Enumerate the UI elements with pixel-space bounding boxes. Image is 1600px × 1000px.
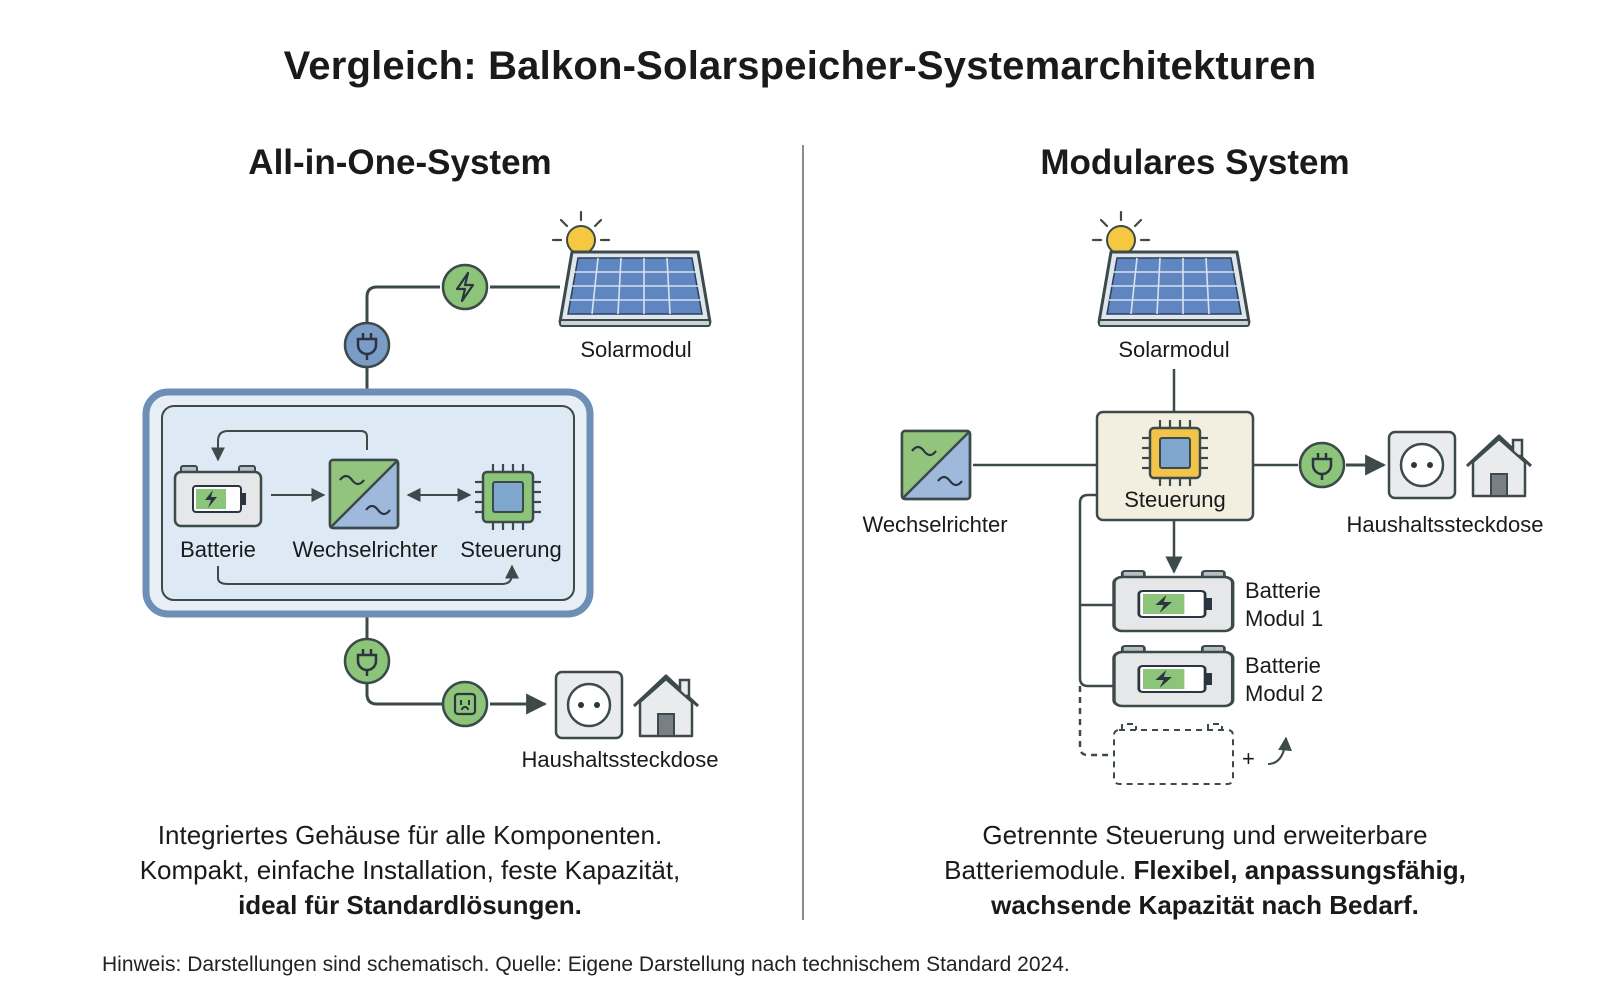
right-system-title: Modulares System <box>1040 143 1350 182</box>
right-outlet-label: Haushaltssteckdose <box>1347 512 1544 537</box>
battery-icon <box>173 464 263 528</box>
chip-icon <box>473 462 543 532</box>
left-internal-flows <box>211 430 519 585</box>
left-connection-lines <box>365 285 560 715</box>
sun-icon <box>1091 210 1151 256</box>
lightning-icon <box>441 263 489 311</box>
battery2-label-line1: Batterie <box>1245 653 1321 678</box>
right-description: Getrennte Steuerung und erweiterbare Bat… <box>944 820 1466 920</box>
left-diagram: Solarmodul Batterie Wechselrichter Steue… <box>142 210 719 772</box>
left-description: Integriertes Gehäuse für alle Komponente… <box>139 820 681 920</box>
left-inverter-label: Wechselrichter <box>292 537 437 562</box>
left-system-title: All-in-One-System <box>248 143 552 182</box>
footnote: Hinweis: Darstellungen sind schematisch.… <box>102 953 1070 976</box>
add-module-symbol: + <box>1242 746 1255 771</box>
left-solar-label: Solarmodul <box>580 337 691 362</box>
house-icon <box>632 674 700 738</box>
plug-icon <box>343 321 391 369</box>
battery1-label-line2: Modul 1 <box>1245 606 1323 631</box>
left-battery-label: Batterie <box>180 537 256 562</box>
left-outlet-label: Haushaltssteckdose <box>522 747 719 772</box>
battery1-label-line1: Batterie <box>1245 578 1321 603</box>
right-connection-lines <box>973 369 1387 757</box>
right-controller-label: Steuerung <box>1124 487 1226 512</box>
sun-icon <box>551 210 611 256</box>
page-title: Vergleich: Balkon-Solarspeicher-Systemar… <box>283 44 1317 88</box>
left-controller-label: Steuerung <box>460 537 562 562</box>
solar-panel-icon <box>1097 250 1251 328</box>
right-inverter-label: Wechselrichter <box>862 512 1007 537</box>
solar-panel-icon <box>558 250 712 328</box>
socket-icon <box>441 680 489 728</box>
right-diagram: Solarmodul Wechselrichter Steuerung Haus… <box>862 210 1544 785</box>
center-divider <box>802 145 804 920</box>
battery2-label-line2: Modul 2 <box>1245 681 1323 706</box>
expand-arrow-icon <box>1267 736 1293 765</box>
battery-module-2 <box>1112 644 1235 708</box>
socket-icon <box>1387 430 1457 500</box>
chip-icon <box>1140 418 1210 488</box>
plug-icon <box>1298 441 1346 489</box>
right-solar-label: Solarmodul <box>1118 337 1229 362</box>
house-icon <box>1465 434 1533 498</box>
plug-icon <box>343 637 391 685</box>
inverter-icon <box>328 458 400 530</box>
socket-icon <box>554 670 624 740</box>
battery-module-1 <box>1112 569 1235 633</box>
optional-battery-slot <box>1113 723 1234 785</box>
inverter-icon <box>900 429 972 501</box>
